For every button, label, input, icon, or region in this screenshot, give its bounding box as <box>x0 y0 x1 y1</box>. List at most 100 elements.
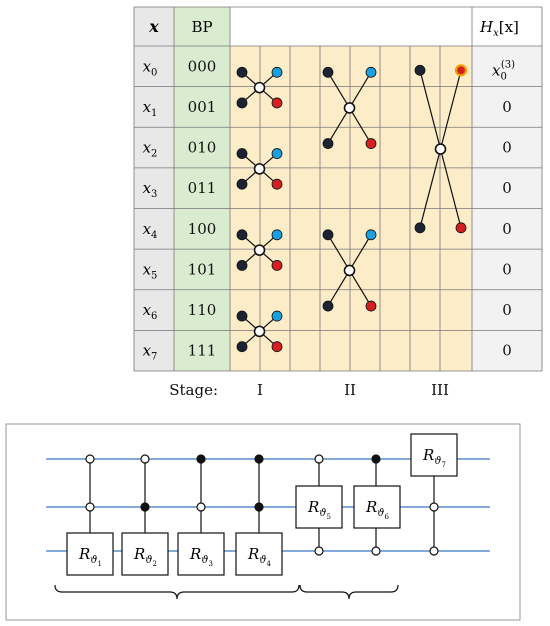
row-var-base: x <box>143 139 152 157</box>
row-var-3: x3 <box>143 179 158 200</box>
gate-4-label: Rϑ4 <box>247 545 271 568</box>
stage2-bf1-out-top <box>365 229 377 241</box>
gate-3-filled-control-0 <box>196 454 206 464</box>
stage2-bf1-in-top <box>322 229 334 241</box>
stage1-bf1-out-bottom <box>271 178 283 190</box>
h0-sup: (3) <box>501 59 515 70</box>
gate-2-filled-control-1 <box>140 502 150 512</box>
stage1-bf2-node <box>253 244 266 256</box>
gate-2-box <box>121 532 169 576</box>
gate-index: 6 <box>384 513 389 521</box>
stage1-bf2-in-bottom <box>236 260 248 271</box>
gate-5-box <box>295 485 343 529</box>
header-x: x <box>148 17 159 36</box>
gate-sub: ϑ <box>259 555 266 566</box>
row-var-sub: 5 <box>151 270 157 281</box>
gate-symbol: R <box>307 498 319 516</box>
row-var-sub: 6 <box>151 311 157 322</box>
row-bp-2: 010 <box>188 139 217 157</box>
gate-6-filled-control-0 <box>371 454 381 464</box>
row-bp-7: 111 <box>188 342 217 360</box>
gate-sub: ϑ <box>377 508 384 519</box>
row-h-2: 0 <box>502 139 512 157</box>
row-var-sub: 2 <box>151 149 157 160</box>
stage1-bf3-node <box>253 325 266 338</box>
stage-2-label: II <box>344 381 356 399</box>
row-var-5: x5 <box>143 260 158 281</box>
stage1-bf1-out-top <box>271 148 283 159</box>
stage2-bf1-in-bottom <box>322 300 334 312</box>
brace-stage-2 <box>299 584 399 600</box>
stage1-bf3-in-bottom <box>236 341 248 353</box>
row-var-7: x7 <box>143 342 158 363</box>
gate-symbol: R <box>422 446 434 464</box>
row-var-base: x <box>143 179 152 197</box>
header-h: Hx[x] <box>479 18 519 39</box>
gate-5-open-control-0 <box>314 454 324 464</box>
row-var-sub: 4 <box>151 230 157 241</box>
gate-sub: ϑ <box>434 456 441 467</box>
row-bp-6: 110 <box>188 301 217 319</box>
gate-3-box <box>177 532 225 576</box>
stage2-bf1-node <box>343 264 356 277</box>
gate-5-label: Rϑ5 <box>307 498 331 521</box>
stage1-bf0-node <box>253 81 266 94</box>
row-var-base: x <box>143 98 152 116</box>
stage2-bf0-out-bottom <box>365 138 377 149</box>
row-var-base: x <box>143 301 152 319</box>
gate-index: 1 <box>97 560 101 568</box>
gate-index: 5 <box>326 513 330 521</box>
gate-1-label: Rϑ1 <box>78 545 102 568</box>
stage2-bf0-node <box>343 102 356 114</box>
row-var-sub: 1 <box>151 108 157 119</box>
gate-7-open-control-0 <box>429 502 439 512</box>
row-var-base: x <box>143 342 152 360</box>
header-h-sub: x <box>493 28 499 39</box>
stage3-bf0-node <box>434 143 447 155</box>
gate-2-open-control-0 <box>140 454 150 464</box>
gate-1-open-control-1 <box>85 502 95 512</box>
stage1-bf2-out-top <box>271 229 283 241</box>
x-column-bg <box>134 7 174 371</box>
stage-1-label: I <box>257 381 263 399</box>
row-bp-0: 000 <box>188 57 217 75</box>
row-h-3: 0 <box>502 179 512 197</box>
stage2-bf0-out-top <box>365 66 377 78</box>
stage2-bf0-in-top <box>322 66 334 78</box>
gate-sub: ϑ <box>90 555 97 566</box>
gate-1-open-control-0 <box>85 454 95 464</box>
gate-symbol: R <box>133 545 145 563</box>
gate-6-label: Rϑ6 <box>365 498 389 521</box>
butterfly-connections <box>236 64 468 353</box>
stage1-bf3-out-top <box>271 310 283 322</box>
row-var-2: x2 <box>143 139 158 160</box>
stage1-bf0-in-bottom <box>236 97 248 109</box>
stage1-bf0-out-top <box>271 66 283 78</box>
gate-4-filled-control-1 <box>254 502 264 512</box>
stage2-bf1-out-bottom <box>365 300 377 312</box>
row-h-1: 0 <box>502 98 512 116</box>
h0-base: x <box>492 61 501 79</box>
stage3-bf0-in-top <box>414 64 426 76</box>
gate-symbol: R <box>78 545 90 563</box>
gate-symbol: R <box>365 498 377 516</box>
row-var-4: x4 <box>143 220 158 241</box>
gate-3-label: Rϑ3 <box>189 545 213 568</box>
row-var-6: x6 <box>143 301 158 322</box>
row-bp-4: 100 <box>188 220 217 238</box>
gate-index: 7 <box>441 461 445 469</box>
h0-sub: 0 <box>500 71 506 82</box>
gate-index: 4 <box>266 560 271 568</box>
row-var-sub: 7 <box>151 352 157 363</box>
row-bp-5: 101 <box>188 260 217 278</box>
row-var-0: x0 <box>143 57 158 78</box>
header-bp: BP <box>191 18 212 36</box>
gate-4-filled-control-0 <box>254 454 264 464</box>
row-var-base: x <box>143 57 152 75</box>
gate-6-open-control-1 <box>371 546 381 556</box>
gate-6-box <box>353 485 401 529</box>
